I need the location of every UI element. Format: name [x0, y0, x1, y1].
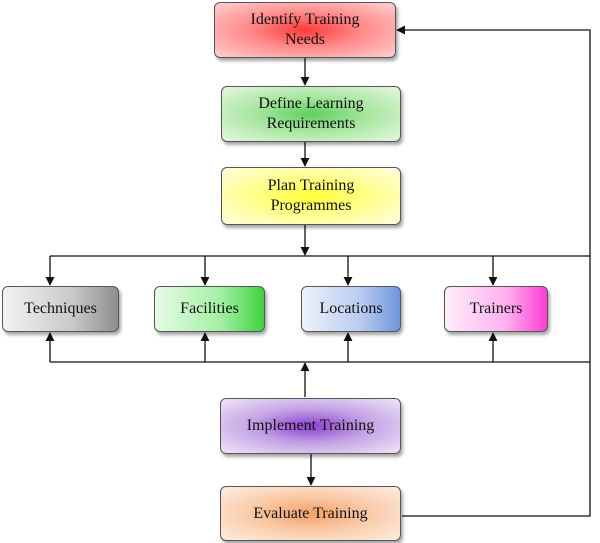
- node-label: Techniques: [24, 300, 97, 317]
- node-label: Implement Training: [246, 417, 375, 434]
- node-plan-training-programmes: Plan Training Programmes: [221, 167, 401, 225]
- node-define-learning-requirements: Define Learning Requirements: [221, 86, 401, 142]
- node-techniques: Techniques: [2, 286, 119, 332]
- node-evaluate-training: Evaluate Training: [220, 486, 401, 541]
- node-label: Identify Training Needs: [250, 11, 360, 48]
- node-label: Trainers: [469, 300, 523, 317]
- node-facilities: Facilities: [154, 286, 265, 332]
- node-implement-training: Implement Training: [220, 398, 401, 454]
- node-label: Locations: [319, 300, 383, 317]
- edge-feedback-loop: [396, 25, 591, 517]
- node-identify-training-needs: Identify Training Needs: [214, 2, 396, 58]
- node-label: Plan Training Programmes: [267, 177, 355, 214]
- node-label: Define Learning Requirements: [258, 95, 364, 132]
- node-label: Facilities: [180, 300, 239, 317]
- node-label: Evaluate Training: [253, 504, 368, 522]
- node-locations: Locations: [301, 286, 401, 332]
- node-trainers: Trainers: [444, 286, 548, 332]
